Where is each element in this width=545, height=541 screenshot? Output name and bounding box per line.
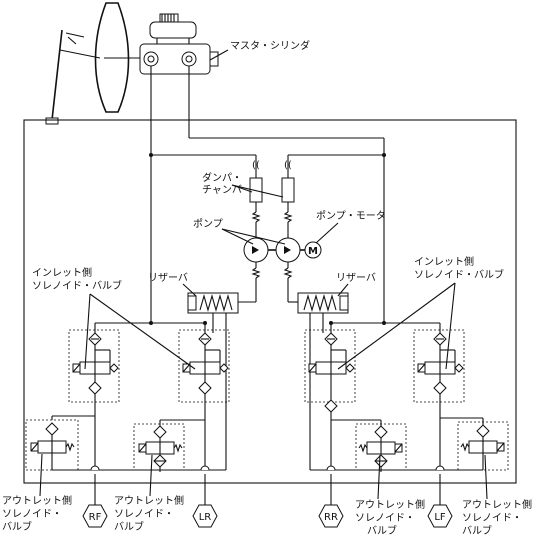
- distribution-bus-right: [329, 321, 441, 333]
- inlet-valve-4: [413, 329, 465, 420]
- wheel-rr-label: RR: [324, 512, 338, 523]
- outlet-1-label-2: ソレノイド・: [2, 509, 62, 520]
- wheel-lines: [94, 420, 441, 505]
- svg-text:((: ((: [252, 160, 260, 171]
- inlet-valve-2: [178, 329, 230, 422]
- svg-text:((: ((: [284, 160, 292, 171]
- outlet-2-label-2: ソレノイド・: [114, 509, 174, 520]
- inlet-valve-3: [304, 329, 356, 422]
- outlet-1-label-3: バルブ: [2, 520, 32, 533]
- reservoir-right-leader: [337, 283, 349, 297]
- outlet-4-leader: [484, 454, 488, 500]
- outlet-valve-3: [331, 419, 407, 472]
- damper-leader-2: [231, 184, 284, 198]
- damper-chamber-left: ((: [249, 160, 263, 238]
- pump-motor: M: [304, 241, 322, 259]
- reservoir-right: [297, 292, 349, 314]
- wheel-lf: LF: [427, 504, 453, 528]
- brake-pedal: [45, 29, 101, 125]
- outlet-3-label-3: バルブ: [367, 524, 397, 537]
- brake-booster: [94, 2, 144, 113]
- wheel-lr: LR: [192, 504, 218, 528]
- inlet-right-leader-1: [337, 282, 456, 370]
- outlet-3-label-2: ソレノイド・: [355, 513, 415, 524]
- reservoir-right-label: リザーバ: [336, 272, 376, 284]
- master-cylinder-label: マスタ・シリンダ: [230, 39, 310, 52]
- inlet-valve-1: [68, 329, 120, 420]
- pump-motor-leader: [315, 222, 339, 244]
- hydraulic-unit-frame: [23, 119, 517, 484]
- inlet-left-leader-2: [89, 293, 196, 370]
- outlet-3-label-1: アウトレット側: [355, 498, 425, 511]
- inlet-right-label-1: インレット側: [414, 255, 474, 268]
- motor-symbol: M: [308, 246, 318, 257]
- outlet-1-leader: [39, 453, 43, 497]
- damper-chamber-right: ((: [281, 160, 295, 238]
- pump-label: ポンプ: [193, 218, 223, 230]
- outlet-2-label-1: アウトレット側: [114, 494, 184, 507]
- wheel-rf-label: RF: [89, 512, 102, 523]
- distribution-bus-left: [94, 321, 207, 333]
- pump-right: [275, 237, 301, 263]
- master-cylinder: [139, 13, 229, 75]
- outlet-3-leader: [377, 454, 381, 500]
- reservoir-left-leader: [182, 283, 197, 297]
- outlet-valve-1: [25, 415, 95, 471]
- pump-leader-2: [221, 228, 286, 245]
- damper-label-2: チャンバ: [202, 184, 242, 196]
- pump-leader-1: [221, 228, 254, 245]
- outlet-4-label-1: アウトレット側: [462, 498, 532, 511]
- outlet-return-lines: [52, 440, 483, 471]
- outlet-4-label-3: バルブ: [462, 524, 492, 537]
- reservoir-left: [187, 292, 239, 314]
- outlet-2-leader: [149, 454, 153, 497]
- pump-return-lines: [238, 262, 298, 303]
- inlet-right-leader-2: [445, 282, 456, 370]
- inlet-left-label-2: ソレノイド・バルブ: [32, 279, 122, 292]
- wheel-rr: RR: [318, 504, 344, 528]
- inlet-left-leader-1: [84, 293, 91, 370]
- outlet-1-label-1: アウトレット側: [2, 494, 72, 507]
- wheel-lf-label: LF: [434, 512, 446, 523]
- inlet-left-label-1: インレット側: [32, 266, 92, 279]
- outlet-4-label-2: ソレノイド・: [462, 513, 522, 524]
- inlet-right-label-2: ソレノイド・バルブ: [414, 268, 504, 281]
- main-pipes: [149, 66, 386, 325]
- reservoir-left-label: リザーバ: [148, 272, 188, 284]
- wheel-lr-label: LR: [199, 512, 212, 523]
- wheel-rf: RF: [82, 504, 108, 528]
- pump-motor-label: ポンプ・モータ: [316, 210, 386, 222]
- outlet-2-label-3: バルブ: [114, 520, 144, 533]
- damper-label-1: ダンパ・: [202, 171, 242, 184]
- outlet-valve-4: [440, 417, 509, 471]
- reservoir-lines: [212, 313, 324, 440]
- outlet-valve-2: [133, 419, 205, 472]
